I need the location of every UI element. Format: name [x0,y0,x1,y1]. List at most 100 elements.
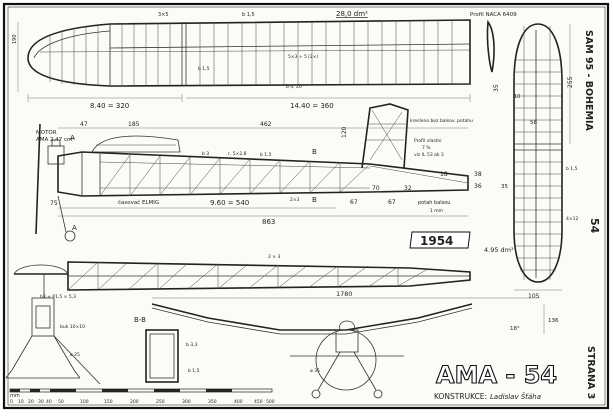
airfoil-label: Profil NACA 6409 [470,12,517,18]
series-title: SAM 95 - BOHEMIA [583,30,594,131]
scale-tick: 100 [80,399,89,405]
sheet-border [2,2,610,410]
section-mark-b-top: B [312,148,317,156]
stab-rib-size: b 1,5 [566,166,578,172]
motor-label: MOTOR [36,130,57,136]
motor-model: AMA 2,47 cm³ [36,136,75,143]
fin-note-1: kresleno bez balsov. potahu [410,118,473,124]
side-title-block: SAM 95 - BOHEMIA 54 STRANA 3 [583,30,601,399]
fus-dim-38: 38 [474,171,482,178]
balsa-cover-thickness: 1 mm [430,208,443,214]
nose-dim-beech: buk 10×10 [60,324,85,330]
airfoil-profile: Profil NACA 6409 [470,12,517,73]
section-bb-dim-1: b 3,3 [186,342,198,348]
section-bb-label: B-B [134,316,146,324]
stab-dim-width: 105 [528,293,540,300]
fus-dim-47: 47 [80,121,88,128]
scale-tick: 20 [28,399,34,405]
fus-dim-540: 9.60 = 540 [210,199,249,207]
fus-dim-18: 18 [440,171,448,178]
konstrukce-name: Ladislav Šťáha [490,392,541,401]
wing-rib-note-2: b 1,5 [198,66,210,72]
section-bb-dim-2: b 1,5 [188,368,200,374]
scale-tick: 40 [46,399,52,405]
wing-plan: 8.40 = 320 14.40 = 360 3×5 b 1,5 5×3 ÷ 5… [12,10,471,110]
stab-dim-le: 35 [501,184,508,190]
title-block: AMA - 54 KONSTRUKCE: Ladislav Šťáha [434,360,558,401]
model-title: AMA - 54 [436,361,557,389]
wing-area: 28,0 dm² [336,10,368,18]
wing-dim-outer: 14.40 = 360 [290,102,334,110]
wing-dim-inner: 8.40 = 320 [90,102,129,110]
scale-unit: mm [10,393,20,399]
stab-dim-chord: 35 [493,84,500,92]
section-bb: B-B b 3,3 b 1,5 [134,316,200,383]
fin-profile: Profil vlastní [414,137,442,144]
front-view: 1780 136 18° ø 35 [151,290,559,399]
fus-dim-67a: 67 [350,199,358,206]
fus-dim-70: 70 [372,185,380,192]
top-view-note: 2 × 3 [268,254,280,260]
balsa-cover-note: potah balsou [418,200,450,206]
dihedral-angle: 18° [510,326,520,332]
sheet-number: 54 [588,218,601,234]
scale-bar: mm 0 10 20 30 40 50 100 150 200 250 300 … [9,388,275,405]
wing-spar-count: (2×) [308,54,318,60]
wing-spar-size: 5×3 ÷ 5 [288,54,307,60]
scale-tick: 0 [10,399,13,405]
fuselage-top-view: 2 × 3 [67,254,471,291]
wing-chord-dim: 190 [12,34,18,44]
wing-rib-note: b 1,5 [242,12,255,18]
timer-note: časovač ELMIG [118,199,159,206]
year-text: 1954 [420,234,453,248]
strut-note-2x3: 2×3 [290,197,300,203]
section-mark-b-bottom: B [312,196,317,204]
wing-spar-note: 3×5 [158,12,169,18]
fus-dim-462: 462 [260,121,272,128]
wing-le-note: b 4, 20 [286,84,302,90]
scale-tick: 450 [254,399,263,405]
fus-dim-36: 36 [474,183,482,190]
year-badge: 1954 [409,231,471,249]
nose-dim-wheel: ø 25 [70,352,80,358]
span-dim-1780: 1780 [336,290,353,298]
stab-area: 4.95 dm² [484,246,514,254]
stab-dim-rib: 10 [514,94,520,100]
nose-dim-bolt: b3 + P1,5 × 5,3 [40,294,76,300]
strut-note-b15: b 1,5 [260,152,272,158]
scale-tick: 350 [208,399,217,405]
section-mark-a-bottom: A [72,224,77,232]
stab-spar-size: 4×12 [566,216,578,222]
stabilizer-plan: 255 35 58 35 4.95 dm² 10 105 b 1,5 4×12 [484,23,578,300]
longeron-note: r, 5×2,8 [228,151,247,157]
nose-front-view: b3 + P1,5 × 5,3 buk 10×10 ø 25 [5,264,101,385]
strana-label: STRANA 3 [585,346,596,399]
scale-tick: 400 [234,399,243,405]
scale-tick: 150 [104,399,113,405]
fus-dim-67b: 67 [388,199,396,206]
scale-tick: 50 [58,399,64,405]
stab-dim-span: 255 [567,76,574,88]
scale-tick: 200 [130,399,139,405]
scale-tick: 300 [182,399,191,405]
fus-dim-75: 75 [50,200,58,207]
fus-dim-32: 32 [404,185,412,192]
scale-tick: 250 [156,399,165,405]
scale-tick: 10 [18,399,24,405]
fin-dim-120: 120 [341,126,348,138]
gear-dim-35: ø 35 [310,368,320,374]
dihedral-height: 136 [548,318,559,324]
fin-profile-ref: viz IL 53 ak 3 [414,152,444,158]
fuselage-side-view: 47 185 462 863 9.60 = 540 75 36 67 67 70… [35,103,482,242]
konstrukce-label: KONSTRUKCE: [434,392,487,401]
strut-note-b3: b 3 [202,151,209,157]
scale-tick: 500 [266,399,275,405]
fus-dim-185: 185 [128,121,140,128]
stab-dim-root: 58 [530,120,537,126]
scale-tick: 30 [38,399,44,405]
section-mark-a-top: A [70,134,75,142]
fus-dim-863: 863 [262,218,275,226]
fin-profile-pct: 7 % [422,145,431,151]
